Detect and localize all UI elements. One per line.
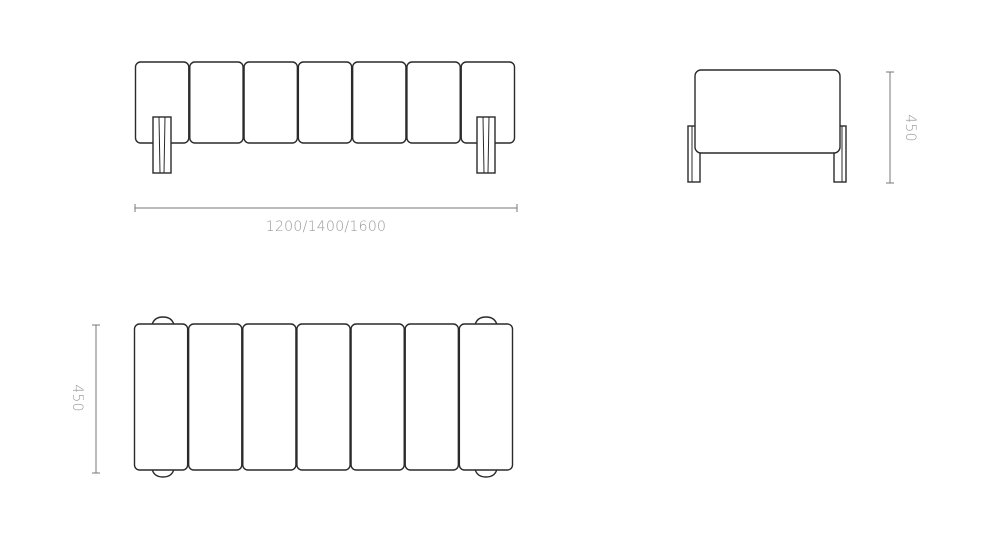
top-view bbox=[133, 323, 514, 471]
cushion bbox=[351, 61, 407, 144]
cushion bbox=[133, 323, 189, 471]
cushion bbox=[187, 323, 243, 471]
depth-dimension-label: 450 bbox=[69, 384, 85, 412]
cushion bbox=[296, 323, 351, 471]
front-view bbox=[134, 61, 516, 144]
depth-dimension-line bbox=[92, 324, 100, 474]
width-dimension-label: 1200/1400/1600 bbox=[266, 219, 387, 235]
cushion bbox=[404, 323, 460, 471]
cushion bbox=[350, 323, 405, 471]
cushion bbox=[243, 61, 299, 144]
cushion bbox=[458, 323, 514, 471]
front-leg-left bbox=[152, 116, 172, 174]
front-leg-right bbox=[476, 116, 496, 174]
cushion bbox=[297, 61, 353, 144]
cushion bbox=[242, 323, 297, 471]
top-view-legs bbox=[151, 316, 498, 478]
height-dimension-line bbox=[886, 71, 894, 184]
height-dimension-label: 450 bbox=[902, 114, 918, 142]
cushion bbox=[189, 61, 244, 144]
width-dimension-line bbox=[134, 204, 518, 212]
side-view bbox=[687, 69, 847, 183]
cushion bbox=[406, 61, 461, 144]
